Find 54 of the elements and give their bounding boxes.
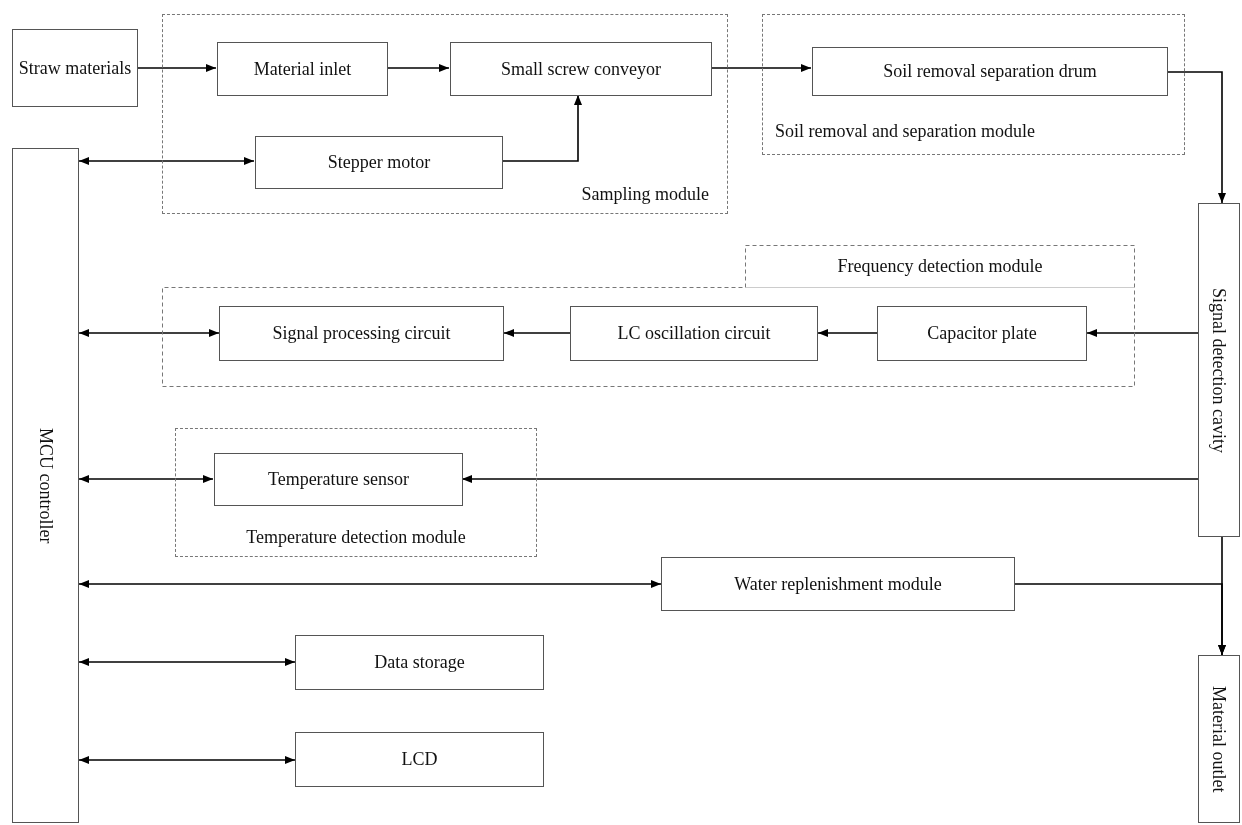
box-label: Capacitor plate — [926, 322, 1038, 345]
vertical-box — [1198, 203, 1240, 537]
module-group — [162, 14, 728, 214]
arrow — [817, 329, 878, 337]
module-group — [175, 428, 537, 557]
box-label: Temperature sensor — [266, 468, 411, 491]
process-box — [450, 42, 712, 96]
module-label: Sampling module — [581, 183, 709, 204]
process-box — [219, 306, 504, 361]
box-label: Data storage — [373, 651, 466, 674]
arrow — [501, 94, 582, 162]
process-box — [255, 136, 503, 189]
process-box — [661, 557, 1015, 611]
process-box — [570, 306, 818, 361]
box-label: LCD — [400, 748, 439, 771]
arrow — [78, 756, 296, 764]
arrow — [78, 580, 662, 588]
arrow — [461, 475, 1199, 483]
box-label: Material outlet — [1210, 685, 1228, 793]
arrow — [710, 64, 812, 72]
module-label: Frequency detection module — [837, 254, 1043, 278]
box-label: Stepper motor — [326, 151, 432, 174]
box-label: Signal detection cavity — [1210, 287, 1228, 453]
arrow — [1086, 329, 1199, 337]
process-box — [217, 42, 388, 96]
process-box — [295, 635, 544, 690]
box-label: LC oscillation circuit — [616, 322, 772, 345]
box-label: Straw materials — [17, 56, 133, 80]
process-box — [812, 47, 1168, 96]
process-box — [214, 453, 463, 506]
box-label: Signal processing circuit — [271, 322, 452, 345]
arrow — [1218, 536, 1226, 656]
vertical-box — [12, 148, 79, 823]
vertical-box — [1198, 655, 1240, 823]
module-group — [762, 14, 1185, 155]
arrow — [78, 475, 214, 483]
arrow — [1166, 71, 1226, 204]
module-group — [162, 245, 1135, 387]
module-label: Soil removal and separation module — [775, 120, 1035, 141]
arrow — [503, 329, 571, 337]
arrow — [137, 64, 217, 72]
arrow — [78, 157, 255, 165]
process-box — [877, 306, 1087, 361]
arrow — [78, 658, 296, 666]
arrow — [386, 64, 450, 72]
box-label: Material inlet — [252, 57, 353, 81]
box-label: MCU controller — [36, 427, 55, 544]
module-label: Temperature detection module — [246, 526, 466, 547]
process-box — [12, 29, 138, 107]
process-box — [295, 732, 544, 787]
box-label: Soil removal separation drum — [882, 60, 1098, 83]
arrow — [78, 329, 220, 337]
box-label: Water replenishment module — [733, 572, 943, 596]
box-label: Small screw conveyor — [500, 57, 662, 81]
